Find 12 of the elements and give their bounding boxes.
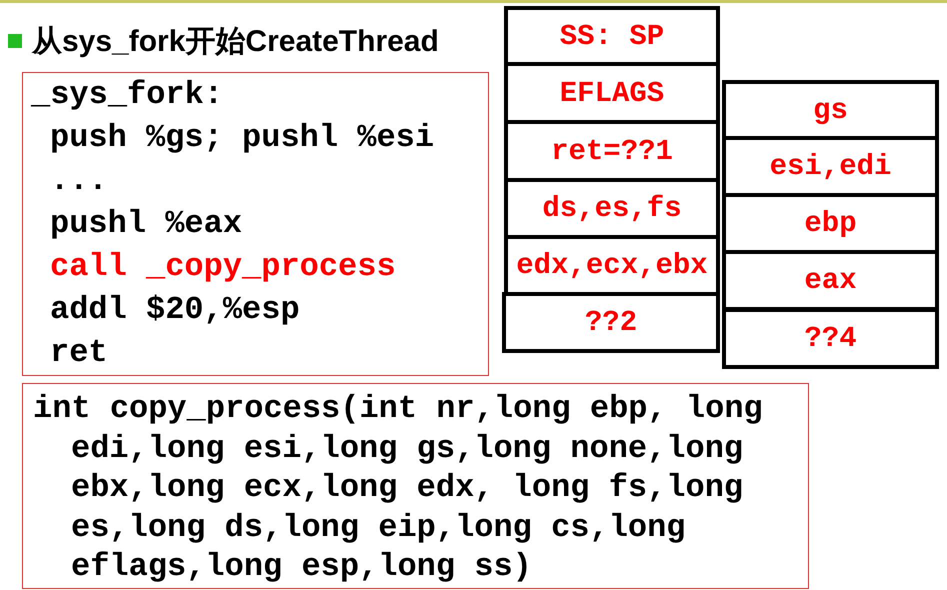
code-text: int copy_process(int nr,long ebp, long edi,long esi,long gs,long none,long ebx,long ecx,long edx, long fs,long es,long ds,long eip,long cs,long eflags,long esp,long ss) bbox=[33, 389, 764, 586]
code-line: ret bbox=[50, 333, 108, 373]
code-line: _sys_fork: bbox=[31, 75, 224, 115]
stack-cell: ??2 bbox=[502, 292, 720, 353]
title: 从sys_fork开始CreateThread bbox=[32, 24, 439, 60]
code-line: push %gs; pushl %esi bbox=[50, 118, 434, 158]
code-line: ... bbox=[50, 161, 108, 201]
code-line: call _copy_process bbox=[50, 247, 396, 287]
code-line: addl $20,%esp bbox=[50, 290, 300, 330]
code-line: pushl %eax bbox=[50, 204, 242, 244]
code-box bbox=[22, 72, 489, 376]
stack-cell: ??4 bbox=[722, 308, 939, 369]
